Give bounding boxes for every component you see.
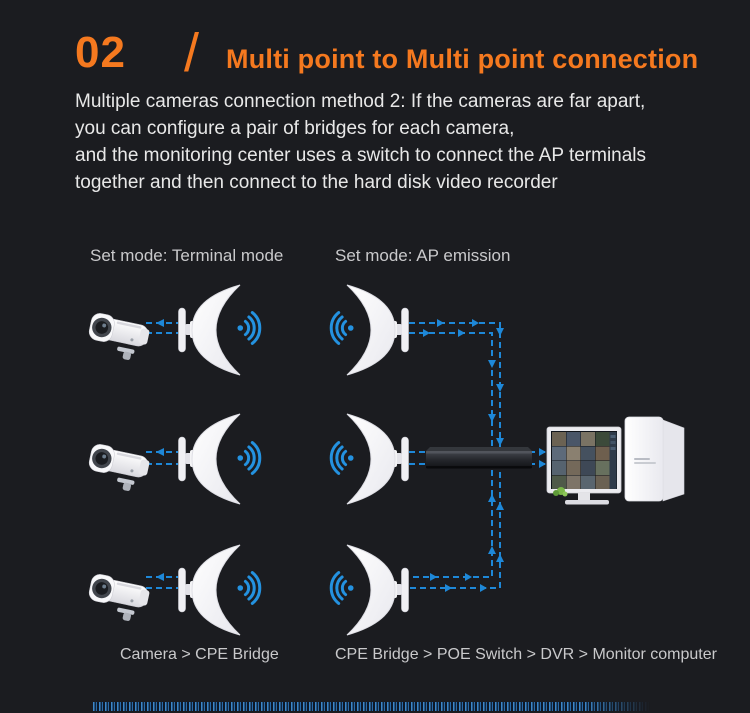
cpe-bridge-icon-terminal-1 (178, 284, 241, 376)
wifi-icon-right-2 (237, 441, 262, 475)
description-line: you can configure a pair of bridges for … (75, 118, 515, 139)
topology-diagram (88, 284, 685, 636)
section-separator: / (184, 23, 200, 83)
cpe-bridge-icon-ap-3 (346, 544, 409, 636)
wifi-icon-right-3 (237, 570, 262, 606)
cpe-bridge-icon-ap-1 (346, 284, 409, 376)
plant-icon (553, 487, 568, 497)
wifi-icon-left-2 (329, 441, 354, 475)
computer-tower-icon (624, 416, 685, 502)
cpe-bridge-icon-terminal-2 (178, 413, 241, 505)
bottom-tick-bar (93, 702, 650, 711)
cpe-bridge-icon-ap-2 (346, 413, 409, 505)
cpe-bridge-icon-terminal-3 (178, 544, 241, 636)
description-paragraph: Multiple cameras connection method 2: If… (75, 88, 695, 196)
description-line: Multiple cameras connection method 2: If… (75, 91, 646, 112)
caption-bridge-switch-dvr: CPE Bridge > POE Switch > DVR > Monitor … (335, 646, 717, 663)
wifi-icon-left-1 (329, 311, 354, 345)
description-line: together and then connect to the hard di… (75, 172, 558, 193)
terminal-mode-label: Set mode: Terminal mode (90, 246, 284, 265)
link-arrows (156, 319, 546, 592)
ap-emission-label: Set mode: AP emission (335, 246, 511, 265)
wifi-icon-left-3 (329, 570, 354, 606)
cctv-thumbnails (552, 432, 617, 489)
camera-icon-2 (88, 442, 152, 492)
section-number: 02 (75, 28, 126, 77)
wifi-icon-right-1 (237, 311, 262, 345)
poe-switch-icon (426, 447, 532, 469)
page-title: Multi point to Multi point connection (226, 44, 699, 74)
caption-camera-bridge: Camera > CPE Bridge (120, 646, 279, 663)
monitor-icon (546, 426, 622, 505)
camera-icon-3 (88, 572, 152, 622)
camera-icon-1 (88, 311, 152, 361)
description-line: and the monitoring center uses a switch … (75, 145, 647, 166)
